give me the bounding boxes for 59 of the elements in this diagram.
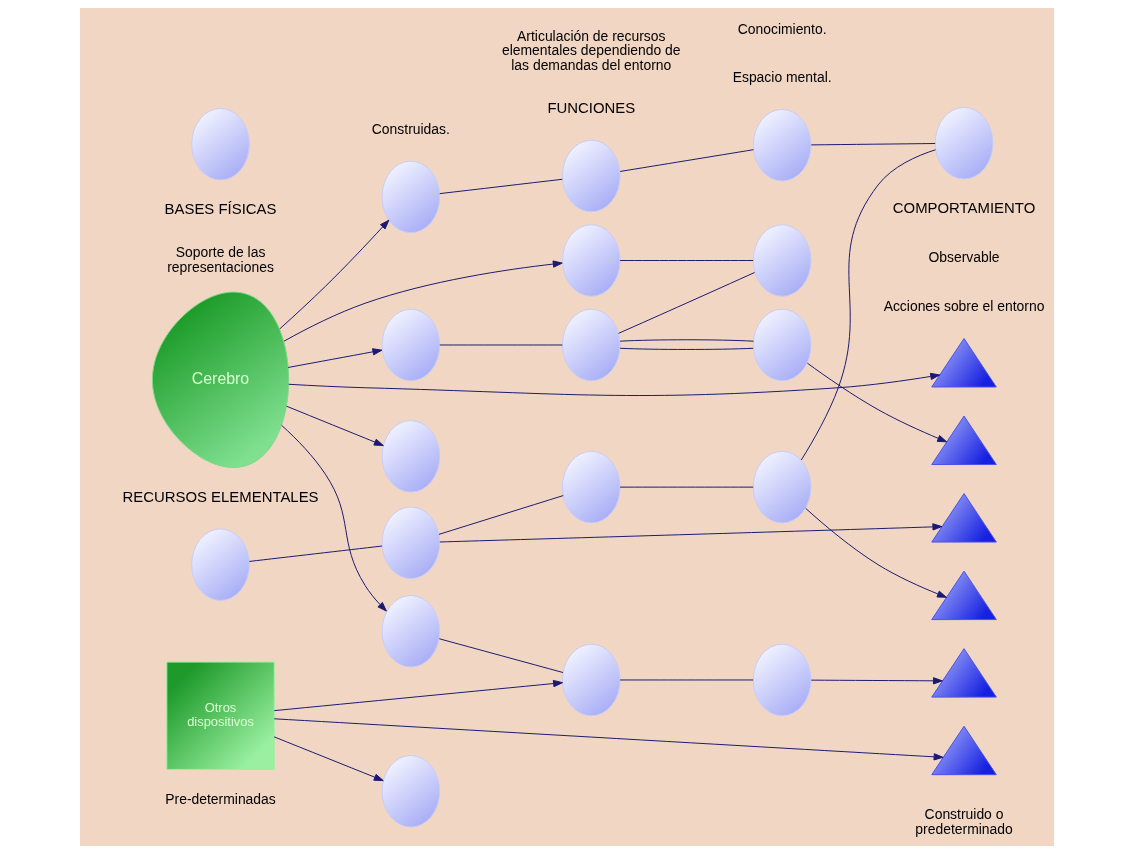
arrow [286,405,384,447]
arrow [273,718,944,761]
connector [800,149,937,461]
label: Observable [928,249,1000,266]
connector [619,339,754,342]
node-ellipse [561,224,621,297]
node-ellipse [752,224,812,297]
connector [618,272,756,334]
node-ellipse [752,108,812,182]
arrow [273,736,384,782]
arrow [806,362,948,443]
node-ellipse [752,643,812,717]
arrow [287,348,383,368]
connector [619,347,754,350]
label: Construido o predeterminado [915,806,1013,838]
label: BASES FÍSICAS [164,201,277,218]
node-ellipse [561,450,621,524]
node-ellipse [191,107,250,181]
arrow [810,677,943,685]
connector [810,143,936,146]
node-ellipse [381,755,441,828]
arrow [439,523,943,543]
connector [438,638,564,674]
arrow [288,372,941,396]
node-ellipse [561,308,621,382]
node-triangle [931,570,997,621]
label: Conocimiento. [737,20,827,37]
label: Espacio mental. [732,69,832,86]
node-ellipse [934,106,994,180]
node-ellipse [381,308,441,382]
connector [438,495,564,535]
connector [619,486,754,488]
label: Acciones sobre el entorno [883,297,1045,314]
node-ellipse [561,643,621,717]
arrow [805,507,947,598]
label: COMPORTAMIENTO [892,200,1036,217]
connector [619,149,754,172]
label: Articulación de recursos elementales dependiendo de las demandas del entorno [501,27,681,74]
label: Soporte de las representaciones [167,243,274,275]
node-ellipse [381,506,441,580]
arrow [279,219,390,330]
arrow [281,424,387,612]
node-triangle [931,415,997,465]
node-box: Otros dispositivos [166,661,275,770]
node-ellipse [381,420,441,493]
label: Construidas. [371,120,450,137]
node-ellipse [381,595,441,668]
label: Pre-determinadas [165,790,276,807]
arrow [273,679,564,712]
arrow [283,260,563,342]
connector [439,178,563,195]
connector [248,545,383,562]
node-ellipse [752,308,812,382]
connector [619,260,754,261]
node-ellipse [752,450,812,524]
node-ellipse [561,139,621,213]
label: FUNCIONES [547,99,636,116]
label: RECURSOS ELEMENTALES [122,488,319,505]
node-ellipse [191,528,250,601]
